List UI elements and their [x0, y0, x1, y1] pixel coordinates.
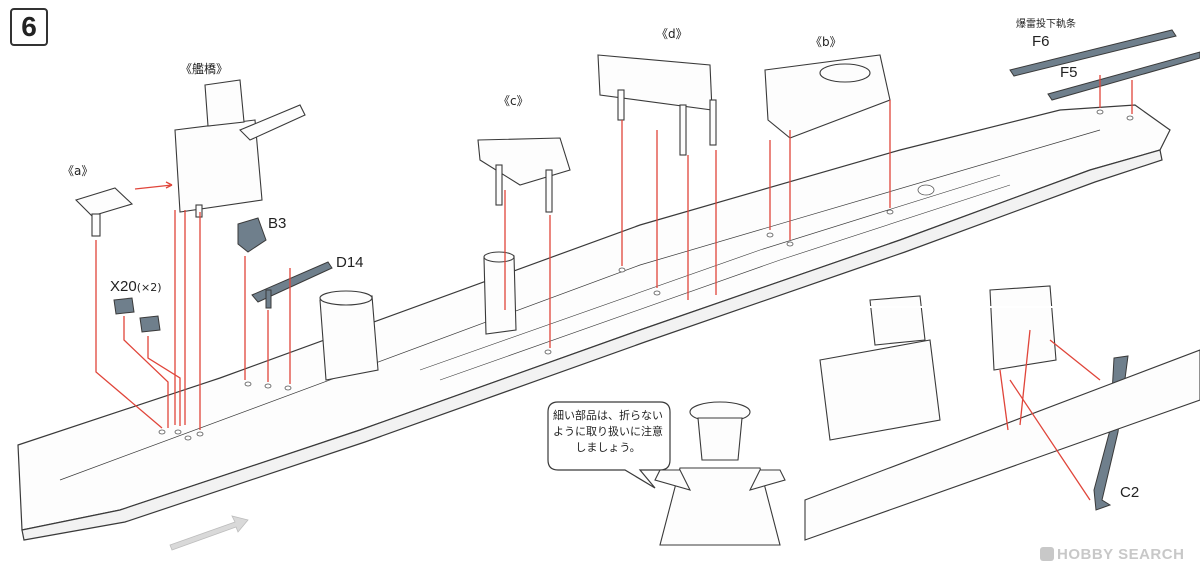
- speech-line-2: ように取り扱いに注意: [553, 425, 663, 438]
- assembly-arrows: [95, 75, 1133, 501]
- part-c2-label: C2: [1120, 484, 1140, 501]
- part-f5-label: F5: [1060, 64, 1078, 81]
- part-c: [477, 137, 571, 213]
- watermark-text: HOBBY SEARCH: [1057, 546, 1185, 563]
- group-d-label: 《d》: [656, 27, 688, 41]
- part-b: [764, 54, 891, 139]
- part-a: [74, 187, 134, 237]
- inset-view: [804, 285, 1200, 541]
- part-x20-label-group: X20(×2): [110, 278, 162, 294]
- bridge-part: [174, 79, 306, 218]
- group-b-label: 《b》: [810, 35, 842, 49]
- group-c-label: 《c》: [498, 94, 529, 108]
- part-f6-label: F6: [1032, 33, 1050, 50]
- part-d14-label: D14: [336, 254, 364, 271]
- logo-icon: [1040, 547, 1054, 561]
- sailor-figure: [654, 401, 786, 546]
- part-b3-label: B3: [268, 215, 287, 232]
- funnel-front: [319, 290, 379, 381]
- part-x20-count: (×2): [136, 281, 162, 294]
- speech-line-3: しましょう。: [575, 441, 641, 454]
- speech-bubble: [547, 401, 671, 489]
- main-hull: [17, 104, 1171, 541]
- step-number: 6: [10, 8, 48, 46]
- depth-charge-rail-label: 爆雷投下軌条: [1016, 19, 1076, 30]
- bridge-group-label: 《艦橋》: [180, 62, 229, 76]
- direction-arrow: [169, 515, 249, 551]
- funnel-rear: [483, 251, 517, 335]
- deck-holes: [158, 109, 1134, 441]
- group-a-label: 《a》: [62, 164, 94, 178]
- speech-bubble-text: 細い部品は、折らない ように取り扱いに注意 しましょう。: [553, 408, 663, 464]
- part-d: [597, 54, 717, 156]
- watermark: HOBBY SEARCH: [1040, 546, 1184, 563]
- speech-line-1: 細い部品は、折らない: [553, 409, 663, 422]
- part-x20-label: X20: [110, 278, 137, 295]
